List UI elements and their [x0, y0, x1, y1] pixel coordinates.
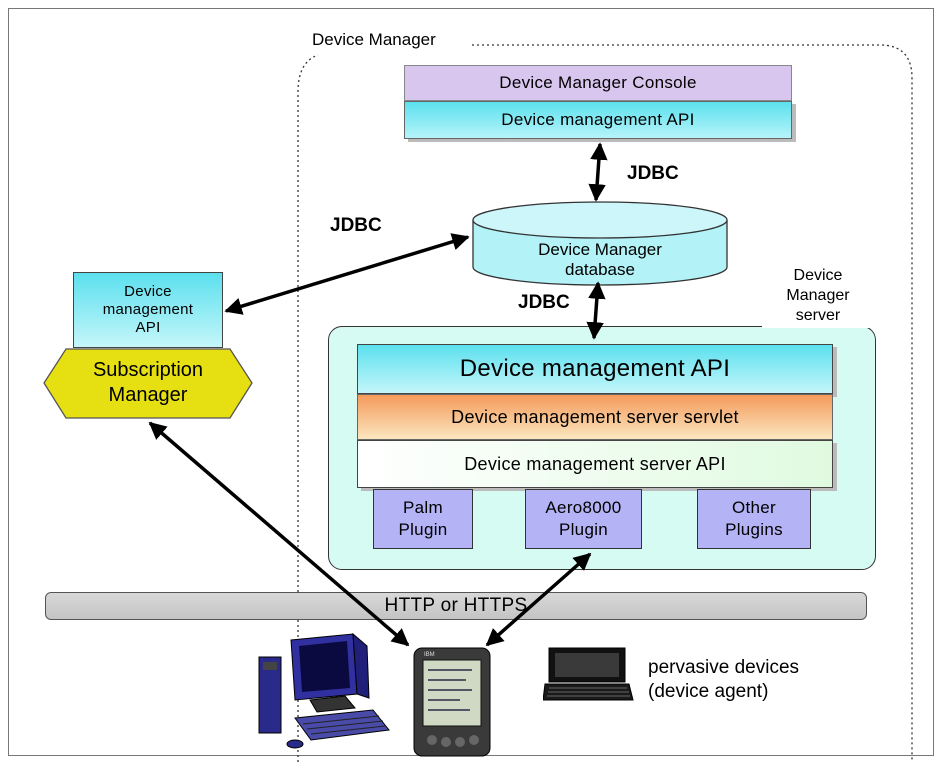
subscription-manager-line2: Manager	[108, 384, 188, 406]
subscription-manager-line1: Subscription	[92, 359, 204, 381]
jdbc-label-console-db: JDBC	[627, 163, 679, 184]
arrow-db-server	[586, 281, 606, 340]
devices-caption-line2: (device agent)	[648, 681, 769, 702]
sub-api-line2: management	[102, 301, 194, 318]
palm-plugin-line2: Plugin	[398, 520, 448, 539]
server-device-management-api: Device management API	[357, 344, 833, 394]
arrow-subscription-db	[224, 233, 470, 315]
arrow-console-db	[588, 142, 608, 202]
sub-api-line3: API	[135, 319, 161, 336]
aero8000-plugin-line2: Plugin	[558, 520, 609, 539]
aero8000-plugin: Aero8000 Plugin	[525, 489, 642, 549]
arrow-plugin-device	[485, 552, 592, 647]
jdbc-label-subscription-db: JDBC	[330, 215, 382, 236]
svg-text:IBM: IBM	[424, 652, 435, 658]
device-management-server-servlet: Device management server servlet	[357, 394, 833, 440]
aero8000-plugin-line1: Aero8000	[545, 498, 622, 517]
palm-plugin-line1: Palm	[403, 498, 443, 517]
jdbc-label-db-server: JDBC	[518, 292, 570, 313]
database-label-line1: Device Manager	[538, 240, 662, 259]
devices-caption-line1: pervasive devices	[648, 657, 800, 678]
server-label-mask	[762, 270, 874, 328]
subscription-device-management-api: Device management API	[73, 272, 223, 348]
other-plugins: Other Plugins	[697, 489, 811, 549]
laptop-icon	[543, 647, 634, 701]
device-manager-label: Device Manager	[312, 30, 436, 49]
server-label-line1: Device	[793, 267, 843, 284]
other-plugins-line1: Other	[731, 498, 777, 517]
sub-api-line1: Device	[124, 283, 172, 300]
device-management-server-api: Device management server API	[357, 440, 833, 488]
console-device-management-api: Device management API	[404, 101, 792, 139]
other-plugins-line2: Plugins	[725, 520, 783, 539]
pda-device-icon: IBM	[413, 647, 491, 757]
desktop-computer-icon	[258, 632, 390, 749]
device-manager-console: Device Manager Console	[404, 65, 792, 101]
database-label-line2: database	[565, 260, 635, 279]
server-label-line2: Manager	[786, 287, 850, 304]
server-label-line3: server	[795, 307, 841, 324]
arrow-subscription-device	[148, 421, 410, 647]
